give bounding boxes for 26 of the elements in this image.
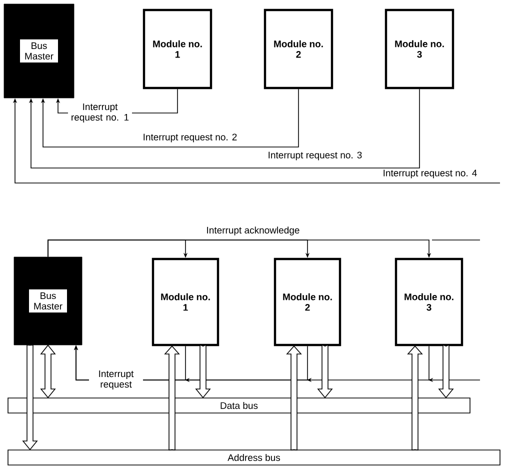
module-box: Module no. 3 [394,258,464,346]
bus-arrow [286,345,302,450]
bus-arrow [438,344,454,398]
module-box: Module no. 1 [142,8,212,90]
edge-label: Interrupt request no. 4 [382,168,478,180]
module-box: Module no. 2 [264,8,334,90]
signal-label: Interrupt acknowledge [205,226,301,236]
bus-arrow [40,344,56,398]
edge-label: Interrupt request no. 3 [266,150,364,162]
module-box: Module no. 1 [152,258,220,346]
edge-label: Interrupt request no. 2 [142,132,238,144]
signal-arrow [28,88,420,168]
bus-band: Data bus [8,398,470,414]
bus-arrow [195,344,211,398]
edge-label: Interrupt request no. 1 [68,102,132,124]
module-box: Module no. 2 [274,258,342,346]
signal-label: Interrupt request [89,369,143,390]
signal-arrow [40,88,299,148]
bus-master-box: Bus Master [4,4,74,98]
bus-arrow [22,344,38,450]
bus-arrow [164,345,180,450]
bus-master-box: Bus Master [14,256,82,346]
bus-arrow [317,344,333,398]
bus-band: Address bus [8,450,500,466]
module-box: Module no. 3 [384,8,454,90]
bus-arrow [407,345,423,450]
